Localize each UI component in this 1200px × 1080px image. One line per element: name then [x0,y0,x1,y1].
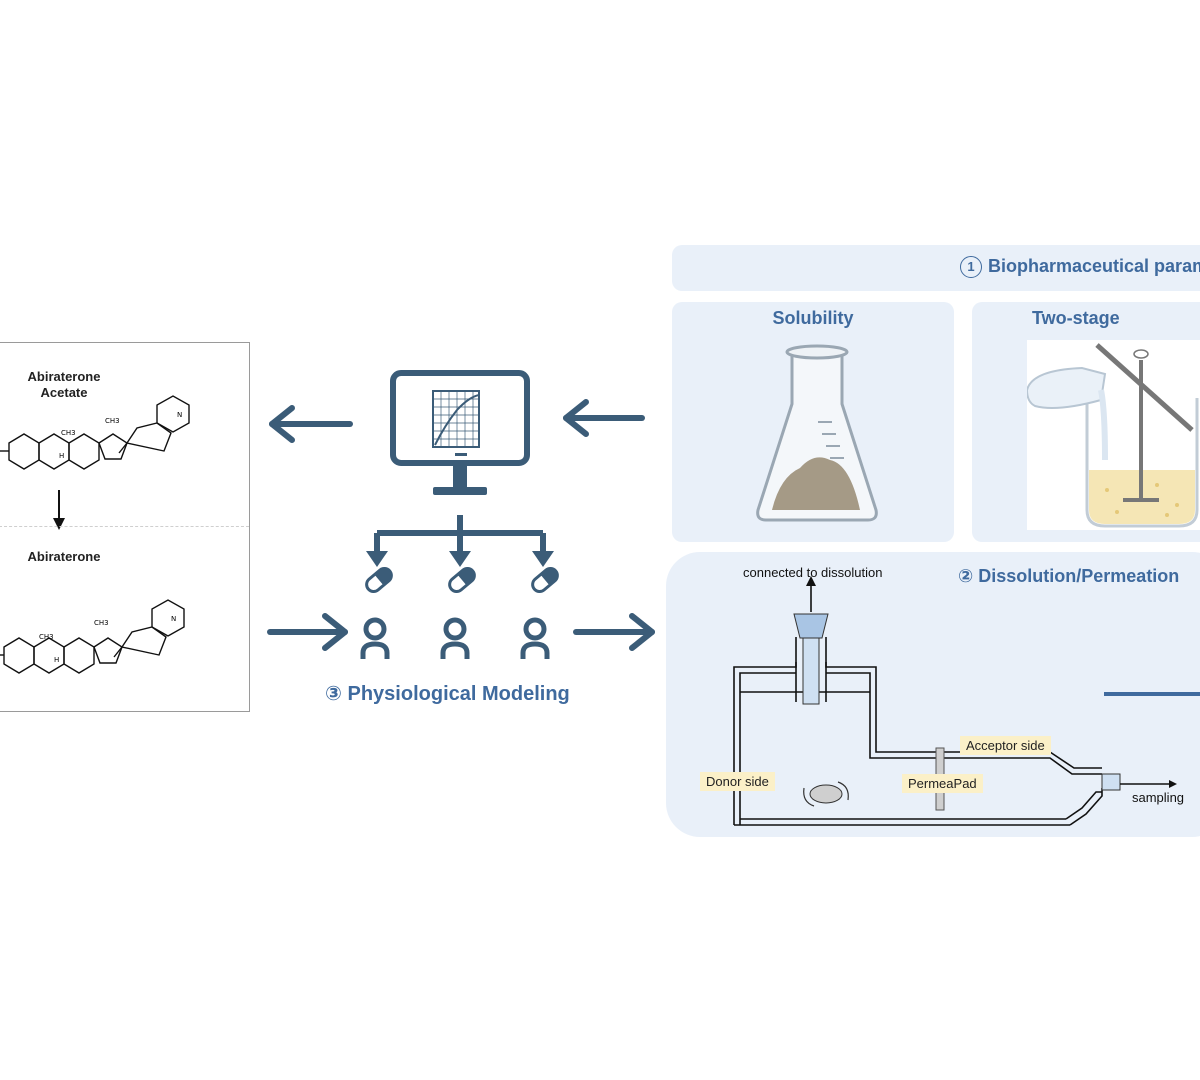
person-icon [523,620,547,659]
ch3-atom-label: CH3 [61,429,76,437]
virtual-population-icons [355,565,562,675]
flask-icon [756,344,878,522]
step-3-number: ③ [325,683,342,705]
permeapad-label: PermeaPad [902,774,983,793]
down-arrow-icon [53,490,65,530]
n-atom-label: N [177,411,182,419]
donor-side-label: Donor side [700,772,775,791]
biopharmaceutical-header: 1 Biopharmaceutical param [672,245,1200,291]
compound-structure-panel: Abiraterone Acetate CH3 CH3 H N Abirater… [0,342,250,712]
person-icon [443,620,467,659]
compound-top-label: Abiraterone Acetate [27,369,101,400]
capsule-icon [362,565,396,596]
step-1-badge: 1 [960,256,982,278]
arrow-left-icon [269,405,295,443]
biopharmaceutical-title: Biopharmaceutical param [988,256,1200,276]
h-atom-label: H [59,452,64,460]
two-stage-panel: Two-stage [972,302,1200,542]
physiological-modeling-title: ③ Physiological Modeling [325,681,570,706]
person-icon [363,620,387,659]
computer-monitor-icon [390,370,530,495]
solubility-panel: Solubility [672,302,954,542]
ch3-atom-label: CH3 [39,633,54,641]
dashed-divider [0,526,249,527]
n-atom-label: N [171,615,176,623]
two-stage-label: Two-stage [1032,308,1120,328]
acceptor-side-label: Acceptor side [960,736,1051,755]
capsule-icon [445,565,479,596]
sampling-label: sampling [1132,790,1185,805]
compound-bottom-label: Abiraterone [27,549,101,564]
dissolution-permeation-header: ② Dissolution/Permeation [958,566,1179,587]
ch3-atom-label: CH3 [105,417,120,425]
ch3-atom-label: CH3 [94,619,109,627]
dissolution-permeation-title: Dissolution/Permeation [978,566,1180,586]
step-2-number: ② [958,566,974,586]
solubility-label: Solubility [772,308,854,328]
two-stage-vessel-icon [1027,343,1199,528]
arrow-right-icon [322,613,348,651]
capsule-icon [528,565,562,596]
branch-arrows-icon [366,515,554,567]
arrow-left-icon [563,399,589,437]
abiraterone-acetate-structure: CH3 CH3 H N [0,395,190,470]
connected-to-dissolution-label: connected to dissolution [743,565,883,580]
dissolution-apparatus-diagram [733,576,1200,826]
abiraterone-structure: CH3 CH3 H N [0,599,185,674]
h-atom-label: H [54,656,59,664]
arrow-right-icon [629,613,655,651]
physiological-modeling-label: Physiological Modeling [347,683,570,705]
